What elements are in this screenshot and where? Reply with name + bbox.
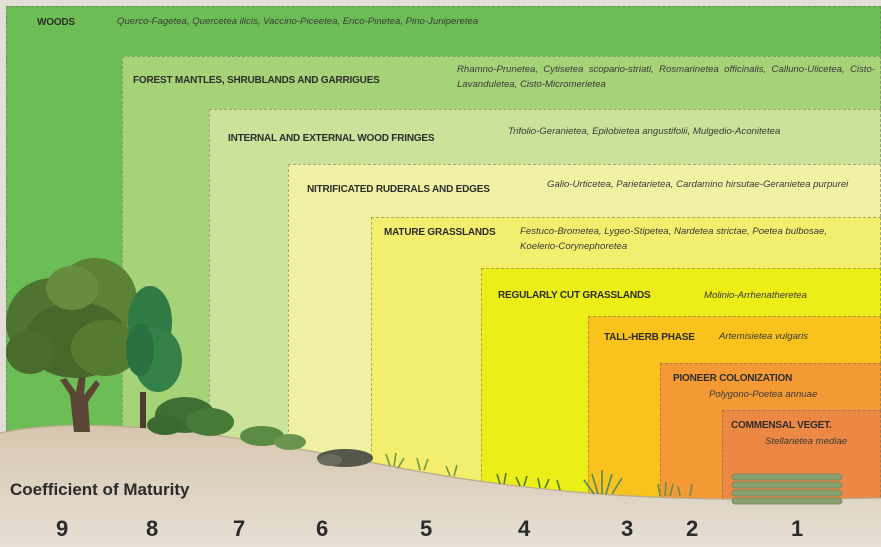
maturity-axis-title: Coefficient of Maturity [10, 480, 190, 499]
stage-desc-pioneer: Polygono-Poetea annuae [709, 389, 818, 400]
maturity-number-3: 3 [621, 516, 634, 541]
crop-rows [731, 473, 843, 505]
maturity-number-7: 7 [233, 516, 246, 541]
maturity-number-2: 2 [686, 516, 699, 541]
stage-label-nitrificated: NITRIFICATED RUDERALS AND EDGES [307, 184, 490, 195]
maturity-number-5: 5 [420, 516, 433, 541]
stage-label-wood-fringes: INTERNAL AND EXTERNAL WOOD FRINGES [228, 133, 435, 144]
stage-desc-nitrificated: Galio-Urticetea, Parietarietea, Cardamin… [547, 179, 849, 190]
maturity-number-4: 4 [518, 516, 531, 541]
oak-tree [6, 258, 139, 432]
stage-desc-tall-herb: Artemisietea vulgaris [719, 331, 809, 342]
stage-desc-forest-mantles: Rhamno-Prunetea, Cytisetea scopario-stri… [457, 64, 875, 90]
stage-label-forest-mantles: FOREST MANTLES, SHRUBLANDS AND GARRIGUES [133, 75, 380, 86]
maturity-number-1: 1 [791, 516, 804, 541]
stage-label-regularly-cut: REGULARLY CUT GRASSLANDS [498, 290, 651, 301]
stage-desc-commensal: Stellarietea mediae [765, 436, 848, 447]
stage-desc-mature-grasslands: Festuco-Brometea, Lygeo-Stipetea, Nardet… [520, 226, 828, 252]
stage-label-commensal: COMMENSAL VEGET. [731, 420, 832, 431]
stage-desc-regularly-cut: Molinio-Arrhenatheretea [704, 290, 807, 301]
stage-desc-wood-fringes: Trifolio-Geranietea, Epilobietea angusti… [508, 126, 781, 137]
stage-label-woods: WOODS [37, 17, 75, 28]
small-tree [126, 286, 182, 428]
scrub-patch [317, 449, 373, 467]
stage-desc-woods: Querco-Fagetea, Quercetea ilicis, Vaccin… [117, 16, 479, 27]
stage-label-tall-herb: TALL-HERB PHASE [604, 332, 695, 343]
stage-label-pioneer: PIONEER COLONIZATION [673, 373, 793, 384]
shrubs [147, 397, 306, 450]
maturity-number-6: 6 [316, 516, 329, 541]
ground-soil [0, 425, 881, 547]
stage-label-mature-grasslands: MATURE GRASSLANDS [384, 227, 496, 238]
maturity-number-9: 9 [56, 516, 69, 541]
grassland-tufts [385, 452, 693, 497]
maturity-number-8: 8 [146, 516, 159, 541]
